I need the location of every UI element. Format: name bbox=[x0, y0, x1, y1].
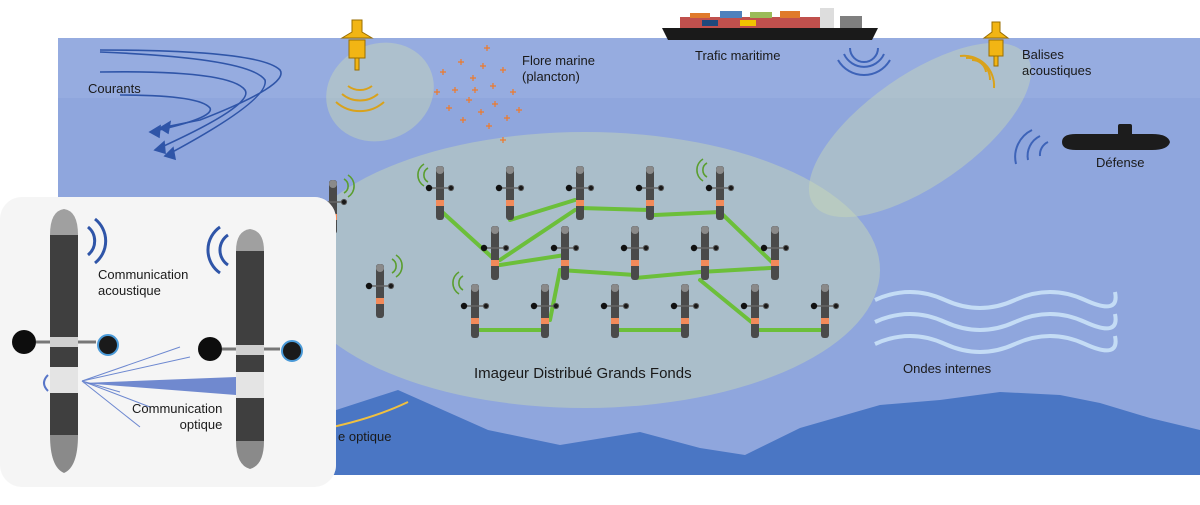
label-imager: Imageur Distribué Grands Fonds bbox=[474, 365, 692, 382]
inset-label-acoustic: Communication acoustique bbox=[98, 267, 188, 299]
inset-label-optical: Communication optique bbox=[132, 401, 222, 433]
sensor-node-icon bbox=[198, 229, 303, 469]
label-marine-flora: Flore marine (plancton) bbox=[522, 53, 595, 85]
inset-label-acoustic-line1: Communication bbox=[98, 267, 189, 282]
label-optical-fragment: e optique bbox=[338, 429, 392, 444]
ship-icon bbox=[662, 8, 878, 40]
label-marine-flora-line2: (plancton) bbox=[522, 69, 580, 84]
label-acoustic-beacons-line1: Balises bbox=[1022, 47, 1064, 62]
submarine-icon bbox=[1062, 124, 1170, 150]
beacon-zone-left bbox=[326, 42, 434, 142]
sensor-node-icon bbox=[12, 209, 119, 473]
label-internal-waves: Ondes internes bbox=[903, 361, 992, 376]
inset-illustration bbox=[0, 197, 336, 487]
inset-panel: Communication acoustique Communication o… bbox=[0, 197, 336, 487]
plankton-cluster bbox=[434, 45, 522, 143]
inset-label-optical-line2: optique bbox=[179, 417, 223, 432]
label-currents: Courants bbox=[88, 81, 141, 96]
optical-links bbox=[438, 198, 827, 332]
label-maritime-traffic: Trafic maritime bbox=[695, 48, 781, 63]
inset-label-optical-line1: Communication bbox=[132, 401, 223, 416]
label-defense: Défense bbox=[1096, 155, 1145, 170]
label-marine-flora-line1: Flore marine bbox=[522, 53, 595, 68]
seabed bbox=[300, 390, 1200, 475]
buoy-icon bbox=[340, 19, 374, 71]
current-arrows-icon bbox=[99, 49, 282, 161]
beacon-zone-right bbox=[808, 42, 1032, 218]
internal-waves-icon bbox=[874, 290, 1118, 354]
inset-label-acoustic-line2: acoustique bbox=[98, 283, 161, 298]
label-acoustic-beacons-line2: acoustiques bbox=[1022, 63, 1092, 78]
label-acoustic-beacons: Balises acoustiques bbox=[1022, 47, 1091, 79]
buoy-icon bbox=[982, 21, 1010, 67]
